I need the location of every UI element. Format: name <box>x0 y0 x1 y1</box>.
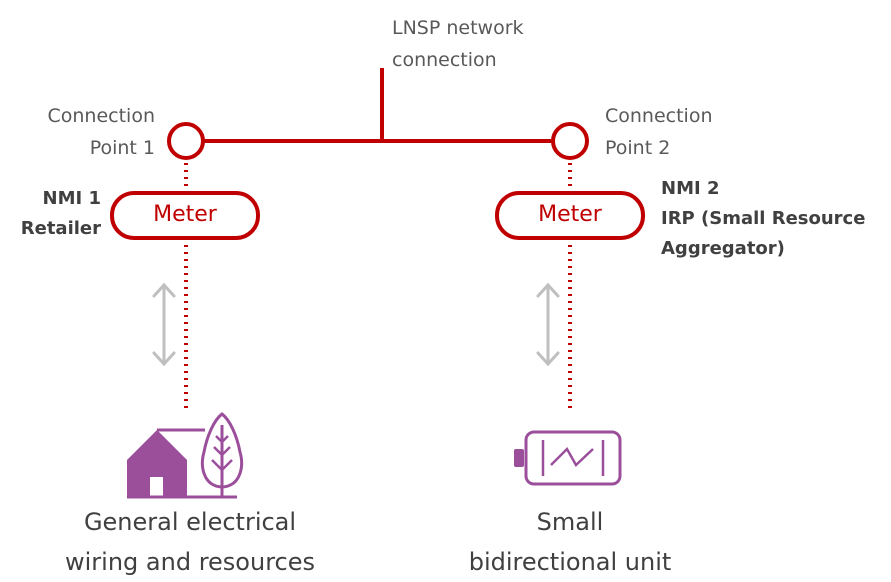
lnsp-network-label: LNSP network connection <box>392 12 524 76</box>
cp1-line1: Connection <box>47 105 155 127</box>
connection-point-2-label: Connection Point 2 <box>605 100 713 164</box>
load-2-caption: Small bidirectional unit <box>420 502 720 582</box>
cp2-line2: Point 2 <box>605 137 671 159</box>
load-1-caption-line2: wiring and resources <box>65 548 315 576</box>
nmi-1-label: NMI 1 Retailer <box>5 184 101 244</box>
meter-2-box <box>495 191 645 240</box>
cp2-line1: Connection <box>605 105 713 127</box>
load-2-caption-line1: Small <box>536 508 604 536</box>
connection-point-1-label: Connection Point 1 <box>20 100 155 164</box>
connection-point-1-node <box>167 122 205 160</box>
meter-2-label: Meter <box>538 202 602 227</box>
load-1-caption-line1: General electrical <box>83 508 297 536</box>
nmi-2-role-line2: Aggregator) <box>661 238 785 259</box>
connection-point-2-node <box>551 122 589 160</box>
nmi-2-role-line1: IRP (Small Resource <box>661 208 866 229</box>
house-with-tree-icon <box>127 412 244 499</box>
nmi-1-id: NMI 1 <box>42 188 101 209</box>
nmi-2-label: NMI 2 IRP (Small Resource Aggregator) <box>661 174 865 264</box>
cp1-line2: Point 1 <box>89 137 155 159</box>
nmi-2-id: NMI 2 <box>661 178 720 199</box>
lnsp-label-line2: connection <box>392 49 497 71</box>
meter-1-box <box>110 191 260 240</box>
bidirectional-arrow-1-icon <box>152 282 176 367</box>
lnsp-label-line1: LNSP network <box>392 17 524 39</box>
bidirectional-arrow-2-icon <box>536 282 560 367</box>
meter-1-label: Meter <box>153 202 217 227</box>
nmi-1-role: Retailer <box>20 218 101 239</box>
load-2-caption-line2: bidirectional unit <box>468 548 672 576</box>
load-1-caption: General electrical wiring and resources <box>40 502 340 582</box>
battery-icon <box>514 430 622 486</box>
